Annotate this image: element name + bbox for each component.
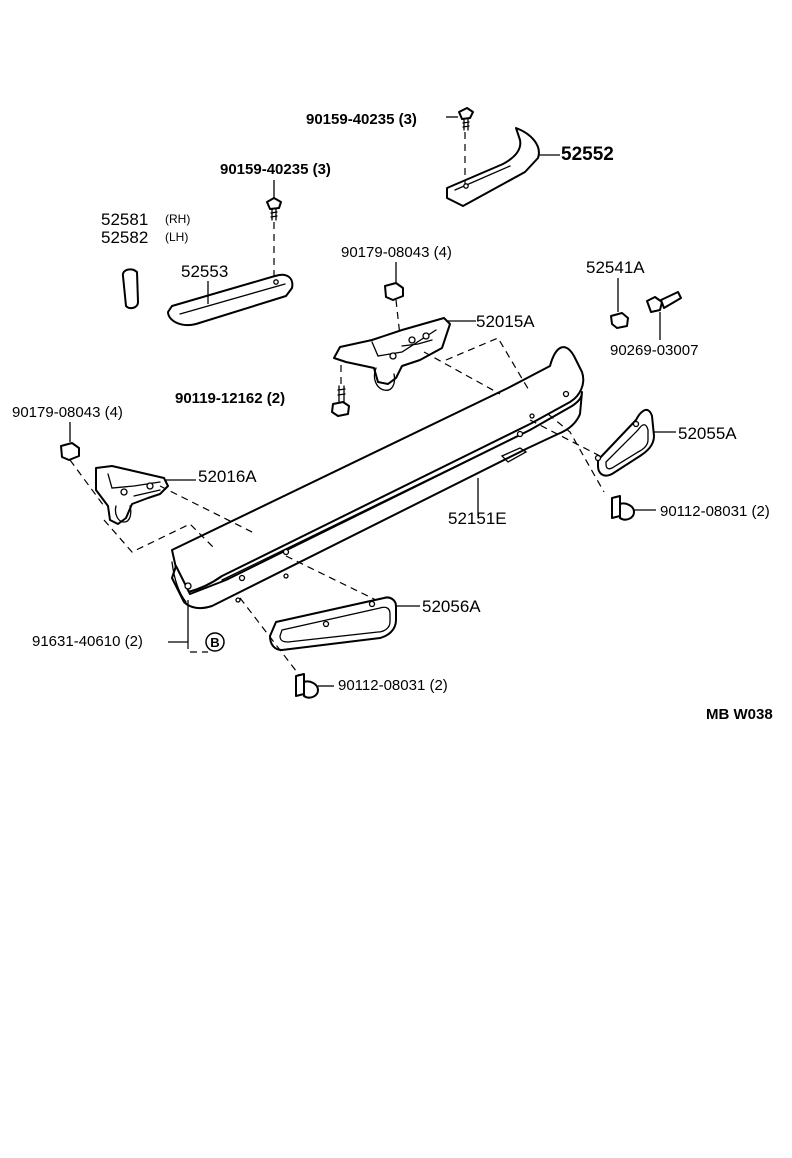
label-52582-lh: (LH) — [165, 230, 188, 244]
reference-b-letter: B — [210, 635, 219, 650]
bolt-icon — [331, 385, 350, 417]
label-screw-90112-bottom: 90112-08031 (2) — [338, 677, 448, 694]
label-52541A: 52541A — [586, 258, 645, 277]
label-screw-90112-right: 90112-08031 (2) — [660, 503, 770, 520]
bolt-90269-icon — [646, 291, 682, 313]
diagram-code: MB W038 — [706, 706, 773, 723]
label-52581-rh: (RH) — [165, 212, 190, 226]
part-52552-extension — [446, 127, 540, 207]
label-clip-91631: 91631-40610 (2) — [32, 633, 143, 650]
label-52056A: 52056A — [422, 597, 481, 616]
clip-52541A-icon — [610, 312, 629, 329]
label-bolt-90159-top-right: 90159-40235 (3) — [306, 111, 417, 128]
screw-icon — [295, 673, 319, 699]
label-90269-03007: 90269-03007 — [610, 342, 698, 359]
bolt-icon — [458, 107, 474, 131]
label-nut-90179-upper: 90179-08043 (4) — [341, 244, 452, 261]
label-52151E: 52151E — [448, 509, 507, 528]
nut-icon — [384, 282, 404, 301]
part-52016A-bracket — [95, 465, 169, 525]
label-52055A: 52055A — [678, 424, 737, 443]
bolt-icon — [266, 197, 282, 221]
label-52581: 52581 — [101, 210, 148, 229]
label-52582: 52582 — [101, 228, 148, 247]
label-52553: 52553 — [181, 262, 228, 281]
part-52056A-reflector — [269, 596, 397, 651]
part-52055A-reflector — [594, 408, 655, 477]
part-52581-pad — [121, 268, 139, 310]
reference-circle-b: B — [205, 632, 225, 652]
part-52553-extension — [167, 273, 294, 326]
label-nut-90179-left: 90179-08043 (4) — [12, 404, 123, 421]
label-52016A: 52016A — [198, 467, 257, 486]
label-bolt-90119: 90119-12162 (2) — [175, 390, 285, 407]
label-52552: 52552 — [561, 144, 614, 165]
nut-icon — [60, 442, 80, 461]
part-52151E-bumper — [171, 346, 585, 610]
screw-icon — [611, 495, 635, 521]
part-52015A-bracket — [333, 317, 451, 391]
label-52015A: 52015A — [476, 312, 535, 331]
label-bolt-90159-top-left: 90159-40235 (3) — [220, 161, 331, 178]
